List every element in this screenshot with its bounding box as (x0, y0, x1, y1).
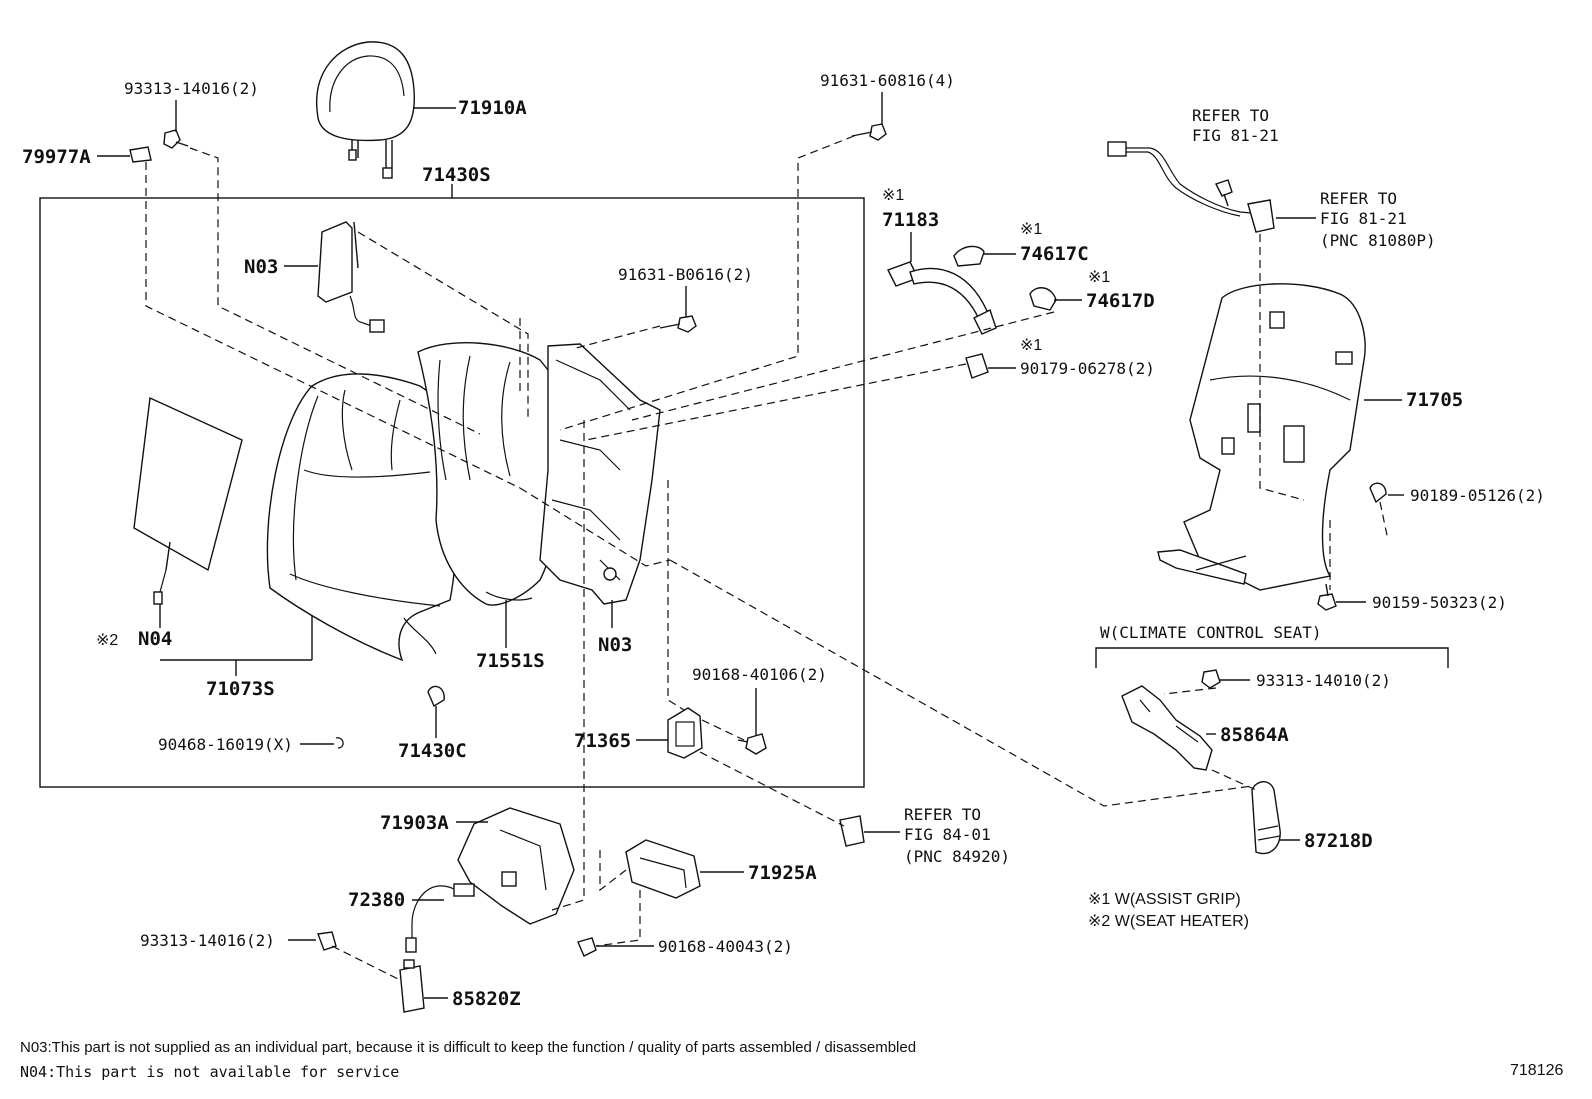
assembly-guide-lines (145, 135, 1389, 981)
label-90468: 90468-16019(X) (158, 735, 293, 754)
cover-74617c-icon (953, 245, 985, 267)
cover-74617d-icon (1029, 287, 1057, 311)
label-93313-climate: 93313-14010(2) (1256, 671, 1391, 690)
label-71430c: 71430C (398, 740, 467, 762)
label-refer3-b: FIG 84-01 (904, 825, 991, 844)
seatback-frame-n03-icon (539, 343, 661, 605)
seatback-pad-71551s-icon (417, 342, 574, 606)
clip-90189-icon (1369, 482, 1387, 504)
label-90168-40106: 90168-40106(2) (692, 665, 827, 684)
label-71365: 71365 (574, 730, 631, 752)
label-71903a: 71903A (380, 812, 449, 834)
label-90179: 90179-06278(2) (1020, 359, 1155, 378)
label-climate-title: W(CLIMATE CONTROL SEAT) (1100, 623, 1322, 642)
label-note1-74617d: ※1 (1088, 269, 1110, 286)
label-note1-74617c: ※1 (1020, 221, 1042, 238)
label-91631-60816: 91631-60816(4) (820, 71, 955, 90)
label-71551s: 71551S (476, 650, 545, 672)
label-91631-b0616: 91631-B0616(2) (618, 265, 753, 284)
bolt-90168-40106-icon (737, 733, 767, 755)
screw-90159-icon (1317, 583, 1337, 611)
assist-grip-71183-icon (887, 261, 997, 335)
clip-71430c-icon (427, 685, 445, 708)
cap-79977a-icon (129, 146, 152, 163)
screw-refer-icon (1215, 179, 1233, 207)
headrest-icon (316, 41, 415, 179)
bracket-71925a-icon (625, 839, 701, 899)
bracket-71903a-icon (457, 807, 575, 925)
label-refer1-b: FIG 81-21 (1192, 126, 1279, 145)
label-93313-top: 93313-14016(2) (124, 79, 259, 98)
label-93313-bottom: 93313-14016(2) (140, 931, 275, 950)
label-71430s: 71430S (422, 164, 491, 186)
label-refer3-a: REFER TO (904, 805, 981, 824)
label-n03-mid: N03 (598, 634, 632, 656)
label-79977a: 79977A (22, 146, 91, 168)
legend-assist-grip: ※1 W(ASSIST GRIP) (1088, 891, 1241, 908)
hog-ring-90468-icon (335, 737, 344, 749)
clip-90179-icon (965, 353, 989, 379)
bolt-91631-b0616-icon (659, 315, 697, 333)
duct-87218d-icon (1251, 781, 1281, 855)
cable-72380-icon (405, 883, 475, 953)
back-board-71705-icon (1157, 283, 1366, 591)
label-refer3-c: (PNC 84920) (904, 847, 1010, 866)
screw-93313-bottom-icon (317, 931, 337, 951)
climate-control-bracket (1095, 647, 1449, 668)
seatback-cover-71073s-icon (266, 373, 459, 662)
label-refer2-a: REFER TO (1320, 189, 1397, 208)
label-71183: 71183 (882, 209, 939, 231)
label-note1-71183: ※1 (882, 187, 904, 204)
footnote-n03: N03:This part is not supplied as an indi… (20, 1039, 916, 1056)
label-90189: 90189-05126(2) (1410, 486, 1545, 505)
label-72380: 72380 (348, 889, 405, 911)
label-n04: N04 (138, 628, 172, 650)
wire-harness-icon (1107, 141, 1275, 233)
heater-pad-n04-icon (133, 396, 243, 605)
label-refer1-a: REFER TO (1192, 106, 1269, 125)
label-refer2-c: (PNC 81080P) (1320, 231, 1436, 250)
label-90159: 90159-50323(2) (1372, 593, 1507, 612)
sensor-n03-icon (317, 221, 385, 333)
label-85864a: 85864A (1220, 724, 1289, 746)
label-71910a: 71910A (458, 97, 527, 119)
screw-93313-14010-icon (1201, 669, 1221, 689)
screw-93313-top-icon (163, 129, 189, 149)
bolt-91631-60816-icon (851, 123, 887, 141)
bracket-71365-icon (667, 707, 703, 759)
label-71925a: 71925A (748, 862, 817, 884)
label-85820z: 85820Z (452, 988, 521, 1010)
bolt-90168-40043-icon (577, 937, 597, 957)
label-refer2-b: FIG 81-21 (1320, 209, 1407, 228)
switch-84920-icon (839, 815, 865, 847)
label-note1-90179: ※1 (1020, 337, 1042, 354)
duct-85864a-icon (1121, 685, 1213, 771)
label-71705: 71705 (1406, 389, 1463, 411)
footnote-n04: N04:This part is not available for servi… (20, 1063, 399, 1081)
label-90168-40043: 90168-40043(2) (658, 937, 793, 956)
label-74617c: 74617C (1020, 243, 1089, 265)
label-note2-n04: ※2 (96, 632, 118, 649)
label-71073s: 71073S (206, 678, 275, 700)
legend-seat-heater: ※2 W(SEAT HEATER) (1088, 913, 1249, 930)
label-74617d: 74617D (1086, 290, 1155, 312)
label-n03-top: N03 (244, 256, 278, 278)
module-85820z-icon (399, 959, 425, 1013)
label-87218d: 87218D (1304, 830, 1373, 852)
figure-number: 718126 (1510, 1062, 1563, 1079)
